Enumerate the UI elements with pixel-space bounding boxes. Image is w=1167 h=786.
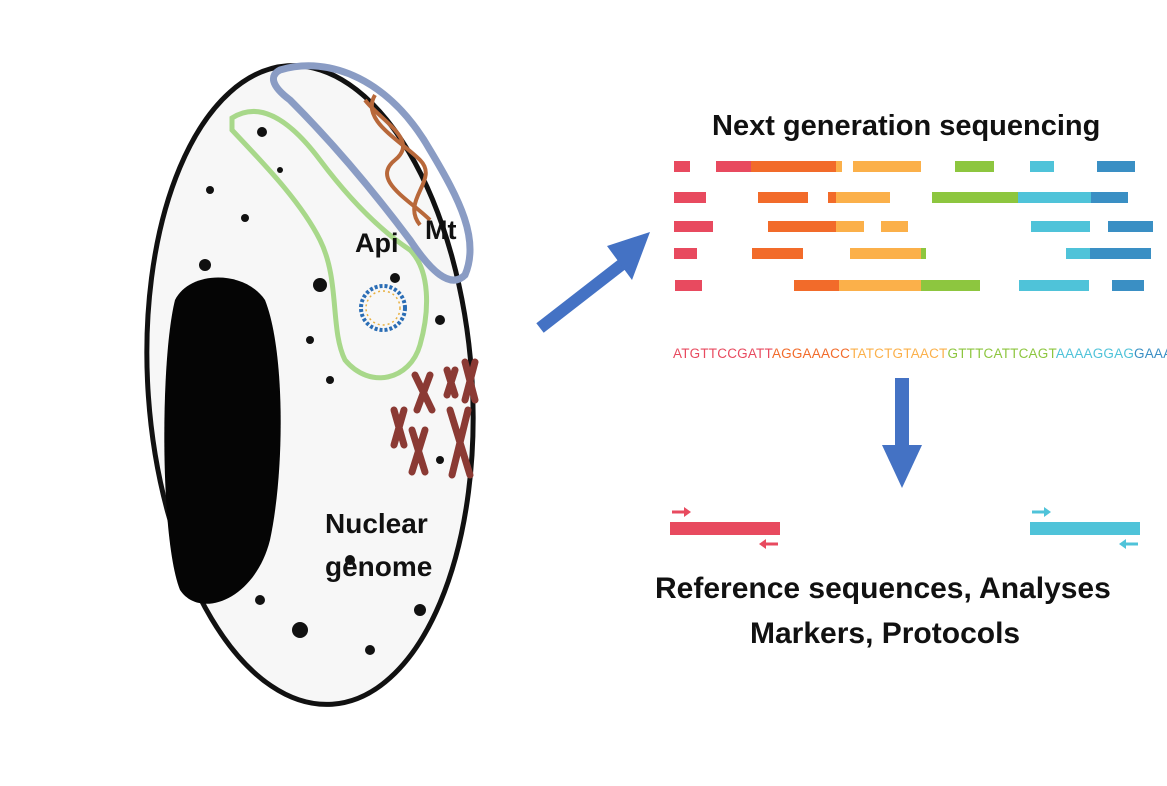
sequencing-reads	[674, 161, 1153, 291]
dna-helix-icon	[363, 93, 432, 227]
consensus-sequence: ATGTTCCGATTAGGAAACCTATCTGTAACTGTTTCATTCA…	[673, 346, 1167, 361]
mt-label: Mt	[425, 215, 457, 245]
arrow-down	[882, 378, 922, 488]
cell-illustration	[144, 62, 479, 707]
output-line-2: Markers, Protocols	[750, 617, 1021, 650]
arrow-to-ngs	[536, 232, 650, 333]
seq-part: TATCTGTAACT	[850, 346, 948, 361]
apicoplast-outline	[229, 108, 429, 381]
seq-part: ATGTTCCGATT	[673, 346, 772, 361]
reference-red	[670, 507, 780, 549]
output-line-1: Reference sequences, Analyses	[655, 572, 1111, 605]
cytoplasm-dots	[199, 127, 445, 655]
mitochondrion-outline	[270, 62, 474, 284]
seq-part: GTTTCATTCAGT	[947, 346, 1056, 361]
plasmid-icon	[359, 284, 407, 332]
seq-part: AGGAAACC	[771, 346, 851, 361]
api-label: Api	[355, 228, 399, 258]
seq-part: GAAA	[1134, 346, 1167, 361]
ngs-title: Next generation sequencing	[712, 110, 1101, 142]
reference-cyan	[1030, 507, 1140, 549]
chromosome-icons	[390, 358, 479, 479]
nuclear-genome-label: Nuclear genome	[325, 508, 433, 582]
nucleus	[164, 277, 281, 604]
seq-part: AAAAGGAG	[1055, 346, 1135, 361]
